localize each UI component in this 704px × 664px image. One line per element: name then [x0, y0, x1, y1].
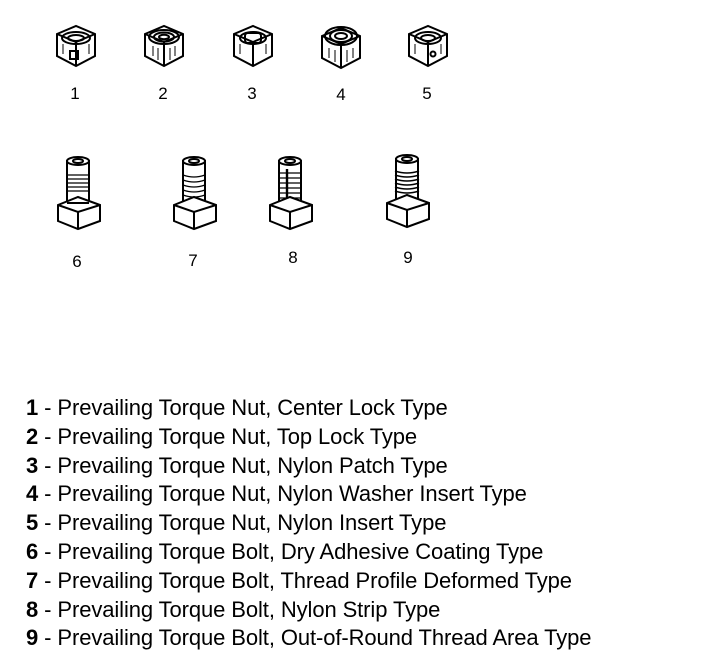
- legend-item-8: 8 - Prevailing Torque Bolt, Nylon Strip …: [26, 596, 441, 622]
- label-number-3: 3: [247, 84, 257, 103]
- nut-4: [318, 22, 364, 70]
- nut-1: [53, 24, 99, 70]
- dry-adhesive-coating-bolt-icon: [57, 156, 101, 231]
- bolt-9: [383, 153, 433, 231]
- label-number-7: 7: [188, 251, 198, 270]
- bolt-8: [266, 155, 316, 233]
- bolt-6: [54, 155, 104, 233]
- label-number-2: 2: [158, 84, 168, 103]
- nut-5: [405, 24, 451, 70]
- legend-item-6: 6 - Prevailing Torque Bolt, Dry Adhesive…: [26, 538, 544, 564]
- legend-item-4: 4 - Prevailing Torque Nut, Nylon Washer …: [26, 481, 527, 507]
- legend-list: 1 - Prevailing Torque Nut, Center Lock T…: [26, 394, 592, 653]
- label-number-4: 4: [336, 85, 346, 104]
- out-of-round-thread-bolt-icon: [386, 154, 430, 229]
- nut-3: [230, 24, 276, 70]
- nylon-patch-nut-icon: [233, 24, 273, 68]
- nylon-washer-insert-nut-icon: [321, 26, 361, 70]
- label-number-1: 1: [70, 84, 80, 103]
- nut-2: [141, 22, 187, 68]
- legend-item-1: 1 - Prevailing Torque Nut, Center Lock T…: [26, 395, 448, 420]
- thread-profile-deformed-bolt-icon: [173, 156, 217, 231]
- label-number-9: 9: [403, 248, 413, 267]
- label-number-5: 5: [422, 84, 432, 103]
- label-number-6: 6: [72, 252, 82, 271]
- nylon-strip-bolt-icon: [269, 156, 313, 231]
- legend-item-3: 3 - Prevailing Torque Nut, Nylon Patch T…: [26, 452, 448, 478]
- legend-item-2: 2 - Prevailing Torque Nut, Top Lock Type: [26, 423, 418, 449]
- legend-item-9: 9 - Prevailing Torque Bolt, Out-of-Round…: [26, 625, 592, 651]
- bolt-7: [170, 155, 220, 233]
- center-lock-nut-icon: [56, 24, 96, 68]
- legend-item-5: 5 - Prevailing Torque Nut, Nylon Insert …: [26, 510, 447, 536]
- top-lock-nut-icon: [144, 24, 184, 68]
- nylon-insert-nut-icon: [408, 24, 448, 68]
- legend-item-7: 7 - Prevailing Torque Bolt, Thread Profi…: [26, 567, 572, 593]
- label-number-8: 8: [288, 248, 298, 267]
